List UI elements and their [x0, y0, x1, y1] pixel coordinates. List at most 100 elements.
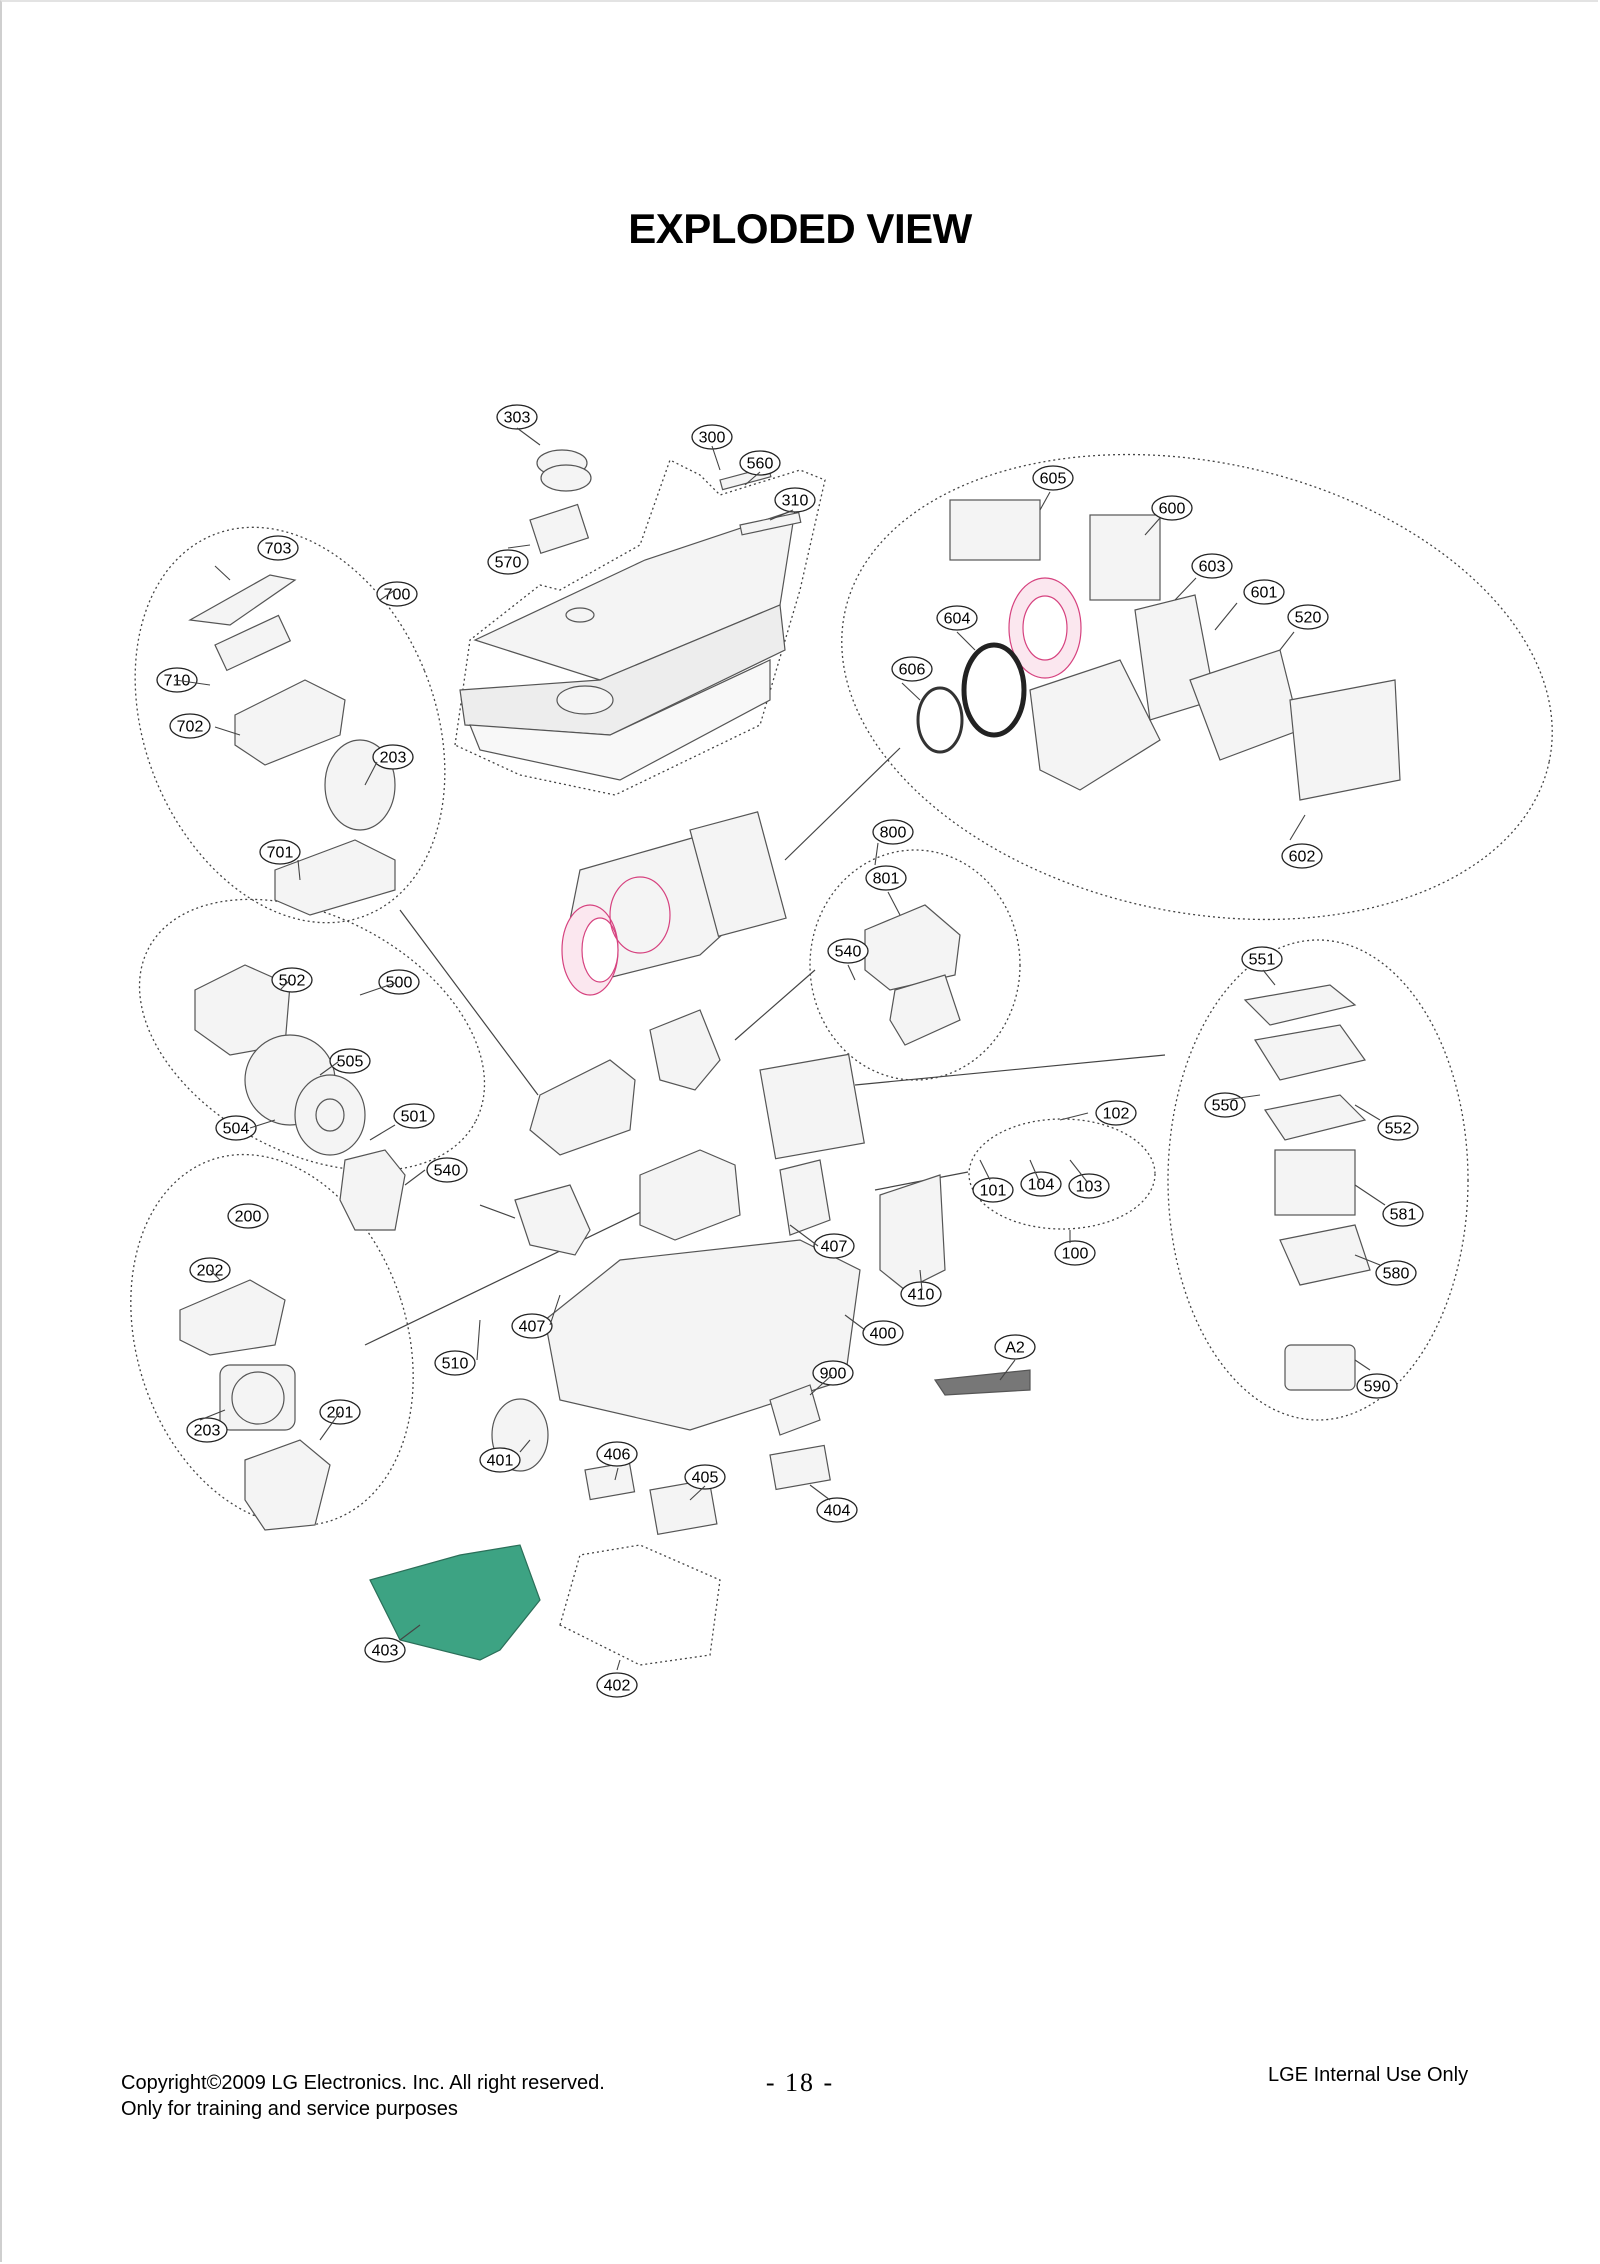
callout-label: 540: [434, 1163, 461, 1180]
callout-label: 300: [699, 430, 726, 447]
callout-bubble: [691, 424, 733, 450]
callout-801: 801: [865, 865, 907, 891]
callout-603: 603: [1191, 553, 1233, 579]
page-number: - 18 -: [765, 2068, 835, 2097]
callout-103: 103: [1068, 1173, 1110, 1199]
callout-label: 800: [880, 825, 907, 842]
callout-label: 702: [177, 719, 204, 736]
callout-504: 504: [215, 1115, 257, 1141]
callout-bubble: [812, 1360, 854, 1386]
callout-label: 501: [401, 1109, 428, 1126]
callout-600: 600: [1151, 495, 1193, 521]
callout-601: 601: [1243, 579, 1285, 605]
callout-540: 540: [426, 1157, 468, 1183]
callout-bubble: [1377, 1115, 1419, 1141]
callout-bubble: [372, 744, 414, 770]
callout-label: 104: [1028, 1177, 1055, 1194]
group-outline-800: [809, 849, 1021, 1081]
callout-404: 404: [816, 1497, 858, 1523]
callout-label: 405: [692, 1470, 719, 1487]
callout-bubble: [739, 450, 781, 476]
callout-bubble: [1243, 579, 1285, 605]
callout-label: 550: [1212, 1098, 1239, 1115]
callout-bubble: [227, 1203, 269, 1229]
callout-label: 605: [1040, 471, 1067, 488]
callout-bubble: [827, 938, 869, 964]
callout-703: 703: [257, 535, 299, 561]
callout-102: 102: [1095, 1100, 1137, 1126]
callout-403: 403: [364, 1637, 406, 1663]
callout-bubble: [872, 819, 914, 845]
callout-label: 101: [980, 1183, 1007, 1200]
callout-bubble: [479, 1447, 521, 1473]
group-outline-100: [968, 1118, 1156, 1230]
callout-label: 202: [197, 1263, 224, 1280]
callout-bubble: [813, 1233, 855, 1259]
callout-581: 581: [1382, 1201, 1424, 1227]
callout-bubble: [511, 1313, 553, 1339]
callout-label: 505: [337, 1054, 364, 1071]
callout-501: 501: [393, 1103, 435, 1129]
callout-bubble: [891, 656, 933, 682]
callout-310: 310: [774, 487, 816, 513]
callout-label: 701: [267, 845, 294, 862]
callout-bubble: [1287, 604, 1329, 630]
group-outline-500: [138, 898, 486, 1172]
callout-101: 101: [972, 1177, 1014, 1203]
callout-104: 104: [1020, 1171, 1062, 1197]
callout-300: 300: [691, 424, 733, 450]
callout-406: 406: [596, 1441, 638, 1467]
footer-internal: LGE Internal Use Only: [1268, 2064, 1469, 2086]
callout-701: 701: [259, 839, 301, 865]
callout-bubble: [169, 713, 211, 739]
callout-bubble: [364, 1637, 406, 1663]
callout-203: 203: [186, 1417, 228, 1443]
callout-520: 520: [1287, 604, 1329, 630]
callout-bubble: [936, 605, 978, 631]
callout-label: 410: [908, 1287, 935, 1304]
callout-label: 581: [1390, 1207, 1417, 1224]
group-outline-402: [559, 1544, 721, 1666]
callout-400: 400: [862, 1320, 904, 1346]
callout-505: 505: [329, 1048, 371, 1074]
callout-bubble: [865, 865, 907, 891]
callout-702: 702: [169, 713, 211, 739]
callout-bubble: [393, 1103, 435, 1129]
callout-bubble: [1054, 1240, 1096, 1266]
callout-bubble: [271, 967, 313, 993]
callout-602: 602: [1281, 843, 1323, 869]
callout-label: 606: [899, 662, 926, 679]
callout-label: 801: [873, 871, 900, 888]
callout-bubble: [434, 1350, 476, 1376]
callout-label: 520: [1295, 610, 1322, 627]
callout-407: 407: [511, 1313, 553, 1339]
callout-label: 100: [1062, 1246, 1089, 1263]
callout-bubble: [1382, 1201, 1424, 1227]
callout-label: 402: [604, 1678, 631, 1695]
callout-label: 504: [223, 1121, 250, 1138]
callout-405: 405: [684, 1464, 726, 1490]
callout-203: 203: [372, 744, 414, 770]
footer-copyright: Copyright©2009 LG Electronics. Inc. All …: [121, 2072, 605, 2094]
callout-bubble: [329, 1048, 371, 1074]
callout-bubble: [994, 1334, 1036, 1360]
callout-bubble: [1375, 1260, 1417, 1286]
footer-copyright-block: Copyright©2009 LG Electronics. Inc. All …: [121, 2070, 605, 2122]
callout-bubble: [1241, 946, 1283, 972]
callout-label: 710: [164, 673, 191, 690]
callout-570: 570: [487, 549, 529, 575]
callout-402: 402: [596, 1672, 638, 1698]
group-outline-700: [134, 526, 446, 924]
callout-bubble: [1281, 843, 1323, 869]
callout-label: 604: [944, 611, 971, 628]
callout-label: 401: [487, 1453, 514, 1470]
callout-bubble: [257, 535, 299, 561]
callout-label: 200: [235, 1209, 262, 1226]
callout-bubble: [259, 839, 301, 865]
callout-bubble: [487, 549, 529, 575]
callout-bubble: [426, 1157, 468, 1183]
callout-550: 550: [1204, 1092, 1246, 1118]
callout-label: 203: [380, 750, 407, 767]
callout-label: 103: [1076, 1179, 1103, 1196]
